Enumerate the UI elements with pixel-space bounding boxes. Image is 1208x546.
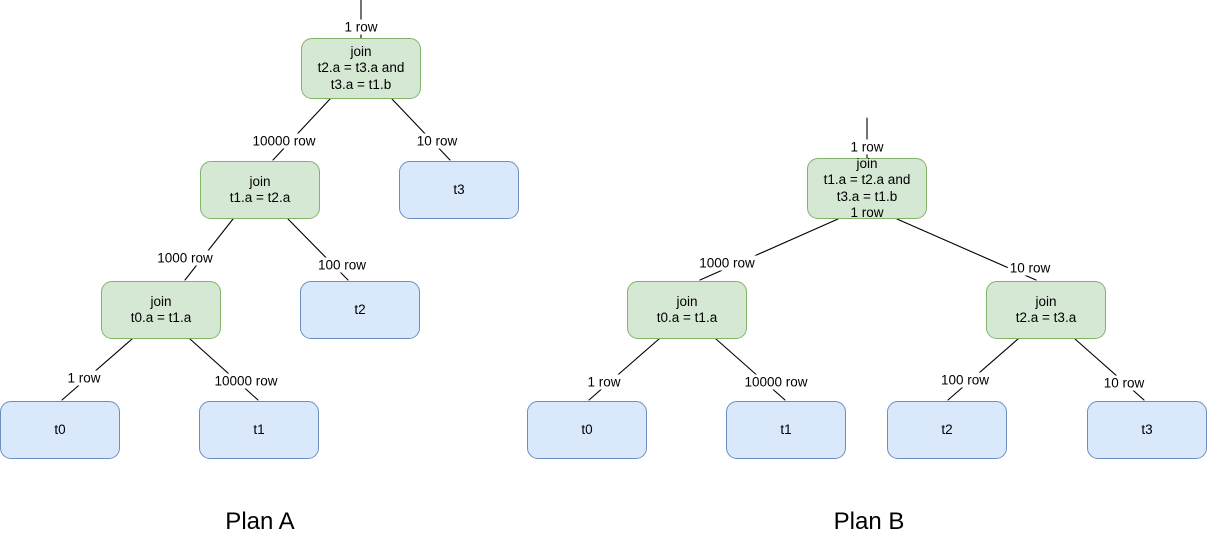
- node-plan-a-table-t1[interactable]: t1: [199, 401, 319, 459]
- node-line: join: [676, 293, 698, 309]
- node-plan-b-table-t3[interactable]: t3: [1087, 401, 1207, 459]
- node-line: t3.a = t1.b: [330, 76, 392, 92]
- node-line: t0.a = t1.a: [130, 310, 192, 325]
- edge-label-plan-a-top: 1 row: [342, 19, 380, 35]
- node-line: t2: [354, 301, 366, 317]
- edge-label-plan-b-1-row: 1 row: [585, 374, 623, 390]
- edge-a-root-join1: [272, 98, 331, 161]
- node-plan-b-join-t0-t1[interactable]: join t0.a = t1.a: [627, 281, 747, 339]
- edge-a-join0-t0: [61, 338, 133, 401]
- node-line: t2.a = t3.a and: [317, 60, 405, 76]
- edge-label-plan-a-1-row: 1 row: [65, 370, 103, 386]
- node-line: t0: [581, 421, 593, 437]
- node-plan-a-table-t2[interactable]: t2: [300, 281, 420, 339]
- plan-a-caption: Plan A: [225, 508, 295, 535]
- node-line: t1.a = t2.a and: [823, 172, 911, 187]
- node-line: t3.a = t1.b: [836, 188, 898, 204]
- edge-label-plan-a-10000-row: 10000 row: [250, 133, 318, 149]
- node-plan-b-root-join[interactable]: join t1.a = t2.a and t3.a = t1.b 1 row: [807, 155, 927, 220]
- edge-label-plan-a-100-row: 100 row: [315, 257, 369, 273]
- node-plan-b-table-t0[interactable]: t0: [527, 401, 647, 459]
- node-line: join: [1035, 293, 1057, 309]
- node-line: t3: [1141, 421, 1153, 437]
- node-line: t2.a = t3.a: [1015, 310, 1077, 325]
- edge-label-plan-b-top: 1 row: [848, 139, 886, 155]
- edge-b-root-join0: [699, 218, 839, 281]
- edge-label-plan-b-1000-row: 1000 row: [697, 255, 757, 271]
- node-line: t1: [780, 421, 792, 437]
- node-line: t1.a = t2.a: [229, 190, 291, 205]
- edge-label-plan-b-10-row-leaf: 10 row: [1101, 375, 1147, 391]
- node-line: join: [150, 293, 172, 309]
- edge-label-plan-a-10-row: 10 row: [414, 133, 460, 149]
- edge-a-root-t3: [391, 98, 451, 161]
- node-plan-b-join-t2-t3[interactable]: join t2.a = t3.a: [986, 281, 1106, 339]
- plan-b-caption: Plan B: [833, 508, 905, 535]
- edge-label-plan-a-1000-row: 1000 row: [155, 250, 215, 266]
- node-line: t1: [253, 421, 265, 437]
- node-line: t0.a = t1.a: [656, 310, 718, 325]
- node-plan-a-join-t0-t1[interactable]: join t0.a = t1.a: [101, 281, 221, 339]
- edge-b-join1-t2: [947, 338, 1019, 401]
- node-plan-a-root-join[interactable]: join t2.a = t3.a and t3.a = t1.b: [301, 38, 421, 99]
- edge-b-join0-t1: [715, 338, 786, 401]
- node-line: t2: [941, 421, 953, 437]
- edge-label-plan-b-100-row: 100 row: [938, 372, 992, 388]
- node-line: join: [856, 155, 878, 171]
- node-plan-b-table-t1[interactable]: t1: [726, 401, 846, 459]
- edge-a-join0-t1: [189, 338, 259, 401]
- node-line: 1 row: [850, 205, 884, 220]
- node-plan-a-join-t1-t2[interactable]: join t1.a = t2.a: [200, 161, 320, 219]
- node-plan-b-table-t2[interactable]: t2: [887, 401, 1007, 459]
- edge-label-plan-a-10000-row-leaf: 10000 row: [212, 373, 280, 389]
- node-plan-a-table-t3[interactable]: t3: [399, 161, 519, 219]
- edge-label-plan-b-10000-row: 10000 row: [742, 374, 810, 390]
- node-line: join: [350, 43, 372, 59]
- edge-a-join1-join0: [184, 218, 234, 281]
- edge-b-join0-t0: [588, 338, 660, 401]
- node-line: join: [249, 173, 271, 189]
- node-line: t3: [453, 181, 465, 197]
- edge-label-plan-b-10-row: 10 row: [1007, 260, 1053, 276]
- edge-b-join1-t3: [1074, 338, 1145, 401]
- node-plan-a-table-t0[interactable]: t0: [0, 401, 120, 459]
- node-line: t0: [54, 421, 66, 437]
